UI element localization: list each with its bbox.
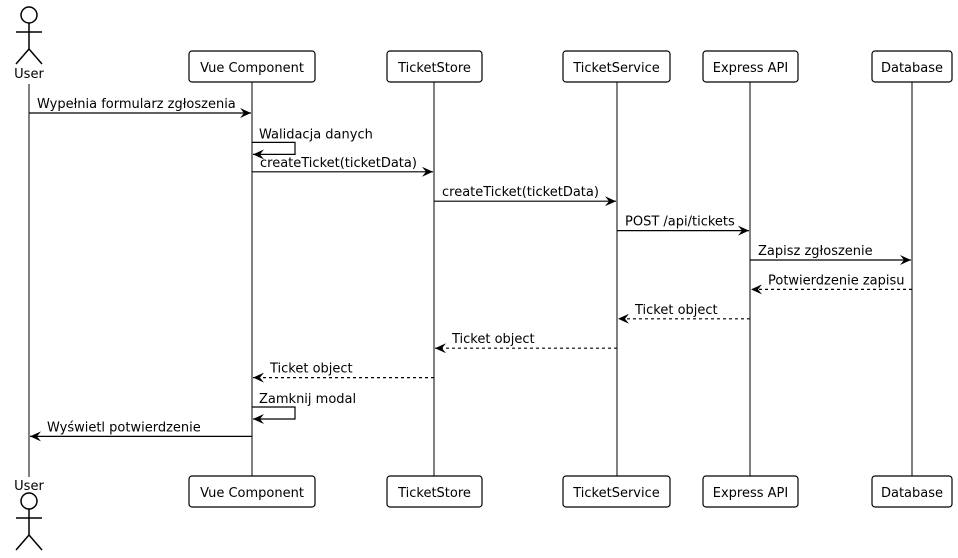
participant-box	[562, 50, 671, 83]
message-5: POST /api/tickets	[617, 215, 749, 236]
participant-db-bottom: Database	[871, 475, 953, 508]
participant-label: Database	[881, 486, 943, 501]
message-1: Wypełnia formularz zgłoszenia	[29, 97, 251, 118]
message-label: Ticket object	[451, 332, 535, 347]
participant-label: Database	[881, 61, 943, 76]
participant-label: Vue Component	[200, 61, 304, 76]
participant-box	[188, 50, 316, 83]
participant-label: TicketService	[572, 486, 660, 501]
participant-box	[386, 475, 483, 508]
actor-icon-top	[15, 6, 43, 65]
participant-api-top: Express API	[702, 50, 799, 83]
message-label: Zamknij modal	[259, 392, 356, 407]
participant-service-top: TicketService	[562, 50, 671, 83]
message-4: createTicket(ticketData)	[434, 185, 616, 207]
message-8: Ticket object	[618, 303, 750, 324]
lifelines	[28, 82, 913, 477]
self-message-arrow	[252, 141, 296, 160]
self-message-arrow	[252, 406, 296, 424]
participant-store-bottom: TicketStore	[386, 475, 483, 508]
participant-service-bottom: TicketService	[562, 475, 671, 508]
actor-icon-bottom	[15, 492, 43, 551]
message-label: Potwierdzenie zapisu	[768, 273, 905, 288]
message-label: createTicket(ticketData)	[442, 185, 599, 200]
message-label: Ticket object	[634, 303, 718, 318]
participant-box	[386, 50, 483, 83]
message-label: POST /api/tickets	[625, 215, 735, 230]
participant-box	[702, 50, 799, 83]
participant-box	[562, 475, 671, 508]
message-label: Wypełnia formularz zgłoszenia	[37, 97, 236, 112]
participant-box	[871, 50, 953, 83]
message-2: Walidacja danych	[252, 127, 373, 160]
message-label: createTicket(ticketData)	[260, 156, 417, 171]
actor-label: User	[14, 67, 44, 82]
participant-vue-bottom: Vue Component	[188, 475, 316, 508]
message-7: Potwierdzenie zapisu	[751, 273, 912, 295]
participant-label: Express API	[713, 486, 788, 501]
message-label: Walidacja danych	[259, 127, 373, 142]
actor-label: User	[14, 479, 44, 494]
message-9: Ticket object	[435, 332, 617, 354]
message-10: Ticket object	[253, 362, 434, 383]
participant-api-bottom: Express API	[702, 475, 799, 508]
participant-user-bottom: User	[14, 479, 44, 551]
participant-store-top: TicketStore	[386, 50, 483, 83]
participant-label: TicketService	[572, 61, 660, 76]
message-label: Wyświetl potwierdzenie	[47, 420, 201, 435]
participant-label: TicketStore	[397, 61, 471, 76]
participant-box	[702, 475, 799, 508]
participant-user-top: User	[14, 6, 44, 82]
participant-label: Vue Component	[200, 486, 304, 501]
message-label: Ticket object	[269, 362, 353, 377]
participant-box	[188, 475, 316, 508]
participant-label: TicketStore	[397, 486, 471, 501]
participant-vue-top: Vue Component	[188, 50, 316, 83]
participant-box	[871, 475, 953, 508]
participant-label: Express API	[713, 61, 788, 76]
message-label: Zapisz zgłoszenie	[758, 244, 873, 259]
participant-db-top: Database	[871, 50, 953, 83]
message-12: Wyświetl potwierdzenie	[30, 420, 252, 442]
message-6: Zapisz zgłoszenie	[750, 244, 911, 265]
message-11: Zamknij modal	[252, 392, 356, 424]
message-3: createTicket(ticketData)	[252, 156, 433, 177]
